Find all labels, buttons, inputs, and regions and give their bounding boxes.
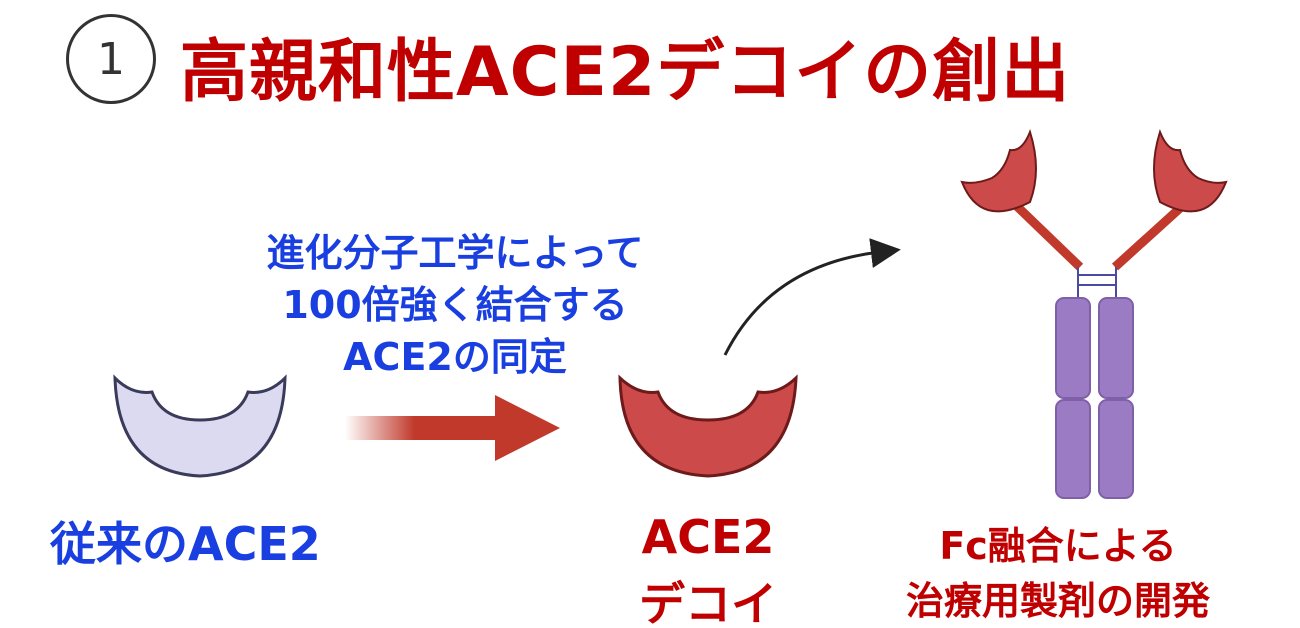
step-number-badge: 1 <box>66 14 156 104</box>
fc-label-line-1: Fc融合による <box>939 524 1177 568</box>
curved-arrow <box>723 238 901 356</box>
process-label-line-3: ACE2の同定 <box>343 335 567 379</box>
fc-label-line-2: 治療用製剤の開発 <box>905 579 1211 623</box>
conventional-ace2-shape <box>113 374 287 478</box>
conventional-ace2-label: 従来のACE2 <box>50 517 321 571</box>
process-label-line-2: 100倍強く結合する <box>282 283 628 327</box>
process-label-line-1: 進化分子工学によって <box>266 231 644 275</box>
decoy-label-line-2: デコイ <box>639 577 777 628</box>
improvement-arrow <box>345 395 560 461</box>
diagram-title: 高親和性ACE2デコイの創出 <box>180 33 1071 112</box>
ace2-decoy-shape <box>618 374 798 478</box>
fc-fusion-antibody <box>960 129 1228 499</box>
decoy-label-line-1: ACE2 <box>641 510 775 564</box>
